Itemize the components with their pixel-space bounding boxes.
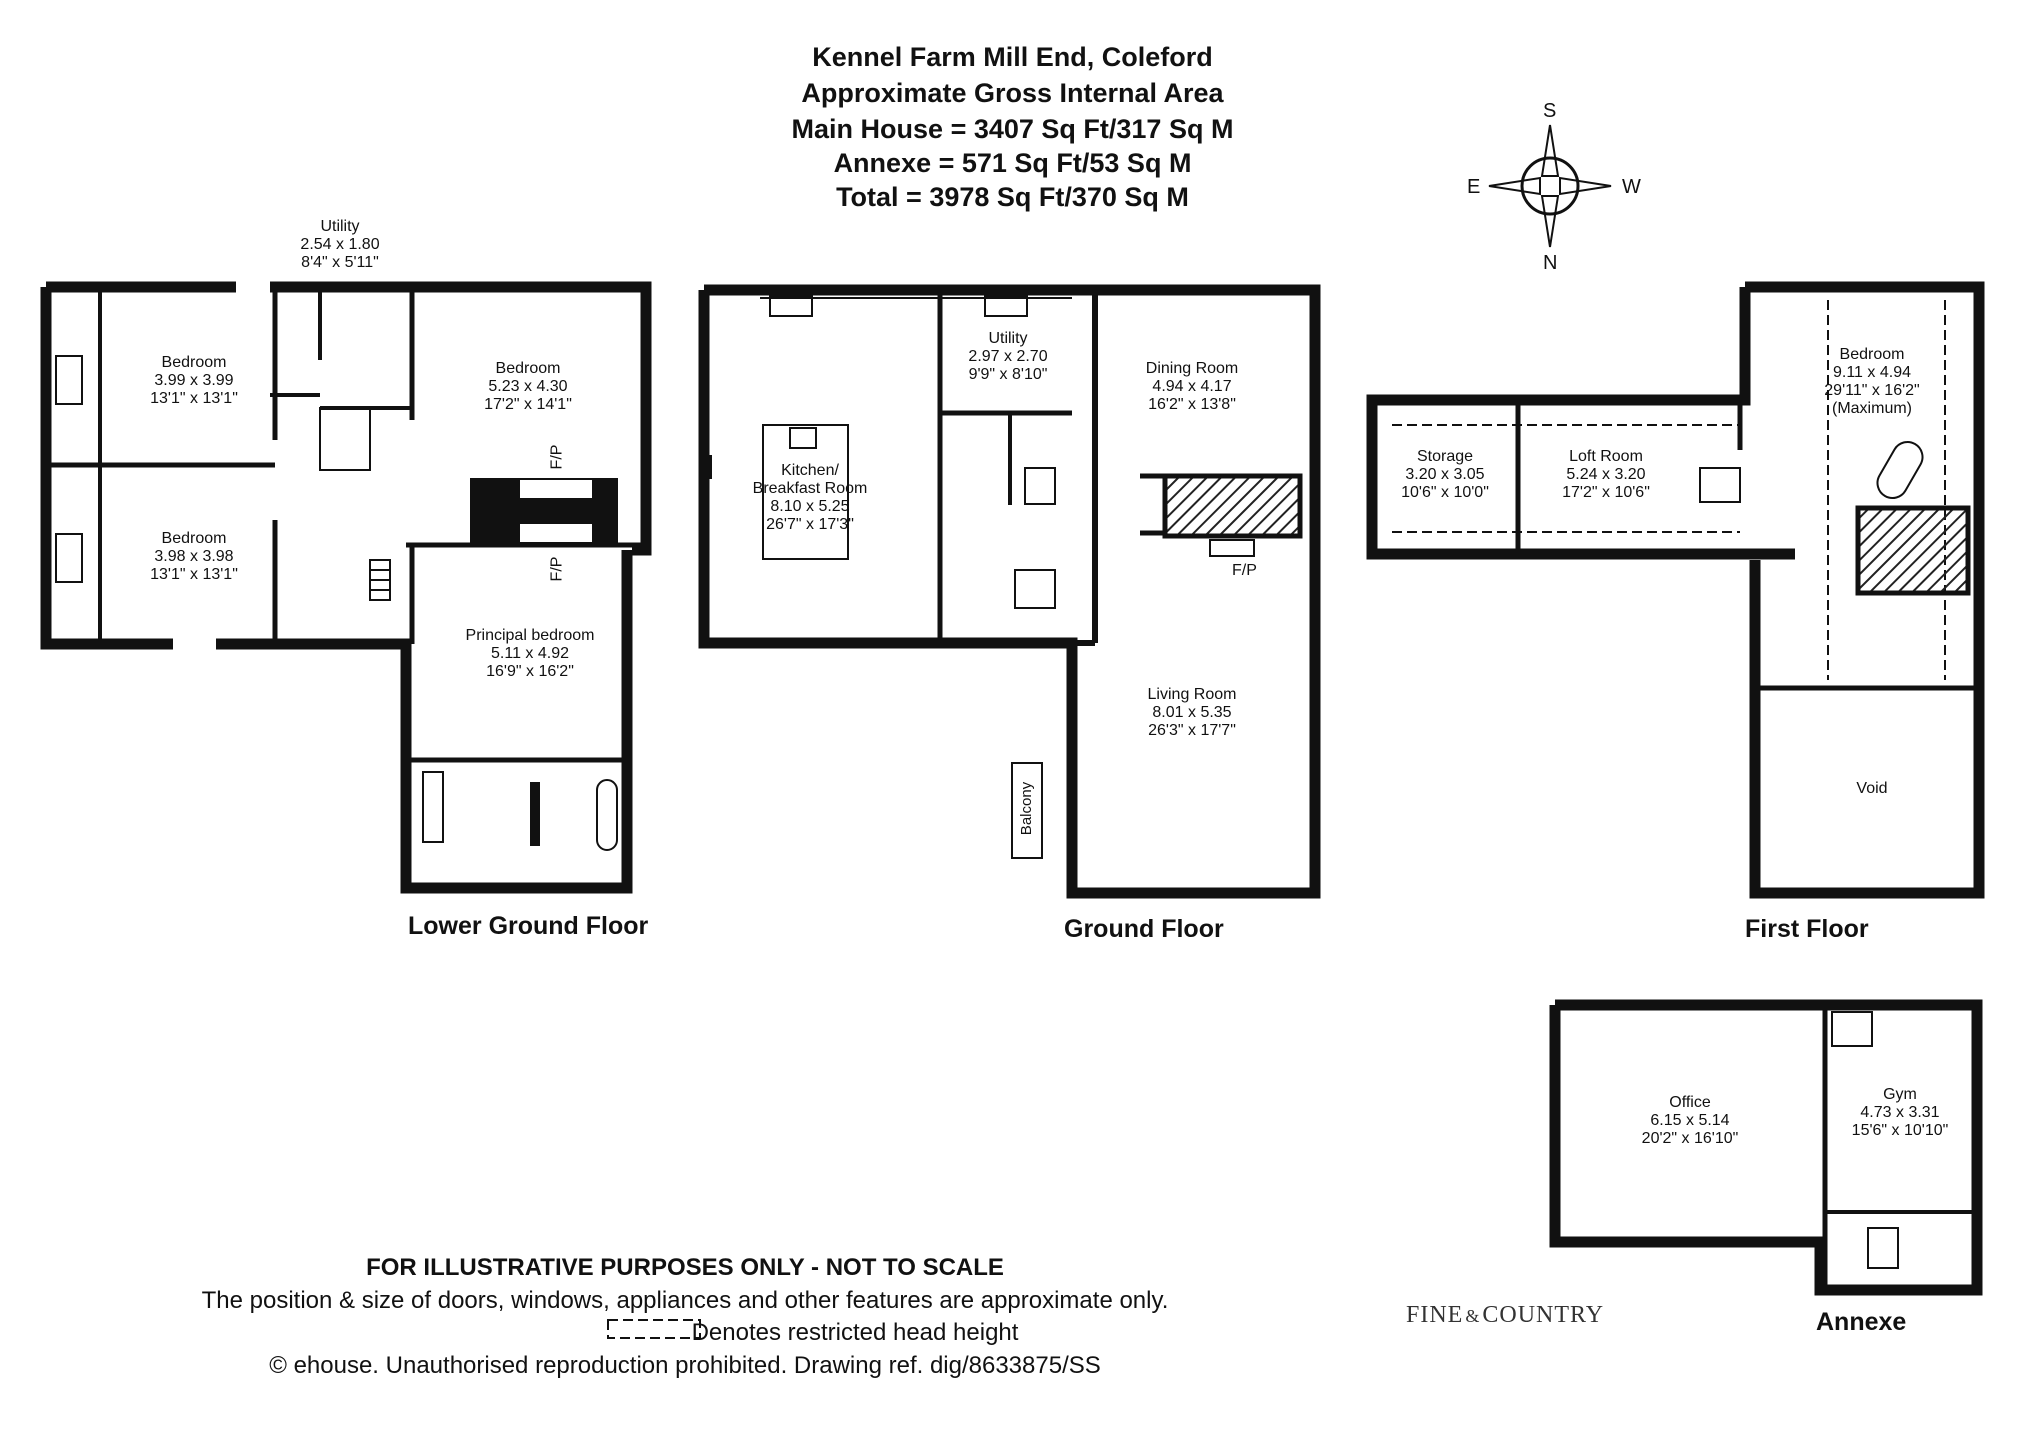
area-main-house: Main House = 3407 Sq Ft/317 Sq M: [791, 114, 1234, 144]
fireplace-label-lg-1: F/P: [548, 444, 566, 470]
room-f-void: Void: [1856, 780, 1888, 797]
compass-south-label: S: [1543, 100, 1557, 122]
floor-label-ground: Ground Floor: [1064, 915, 1224, 943]
logo-text-fine: FINE: [1406, 1302, 1464, 1328]
first-floor-plan: [1366, 281, 1985, 899]
fireplace-label-g: F/P: [1232, 562, 1257, 579]
floor-label-lower-ground: Lower Ground Floor: [408, 912, 649, 940]
ground-floor-plan: [698, 284, 1321, 899]
floor-label-first: First Floor: [1745, 915, 1869, 943]
area-total: Total = 3978 Sq Ft/370 Sq M: [836, 182, 1189, 212]
fine-country-logo: FINE&COUNTRY: [1406, 1302, 1605, 1328]
lower-ground-floor-plan: [40, 281, 652, 894]
plan-title: Kennel Farm Mill End, Coleford: [812, 42, 1213, 72]
disclaimer-line-1: The position & size of doors, windows, a…: [201, 1287, 1169, 1314]
floor-label-annexe: Annexe: [1816, 1308, 1907, 1336]
area-annexe: Annexe = 571 Sq Ft/53 Sq M: [833, 148, 1192, 178]
compass-east-label: E: [1467, 176, 1481, 198]
restricted-height-legend-icon: [607, 1319, 701, 1339]
annexe-plan: [1549, 999, 1983, 1296]
compass-west-label: W: [1622, 176, 1641, 198]
disclaimer-line-2: Denotes restricted head height: [691, 1319, 1019, 1346]
logo-text-country: COUNTRY: [1482, 1302, 1605, 1328]
disclaimer-heading: FOR ILLUSTRATIVE PURPOSES ONLY - NOT TO …: [366, 1254, 1004, 1281]
plan-subtitle: Approximate Gross Internal Area: [801, 78, 1224, 108]
compass-icon: [1488, 124, 1612, 248]
balcony-label: Balcony: [1018, 781, 1036, 836]
compass-north-label: N: [1543, 252, 1558, 274]
fireplace-label-lg-2: F/P: [548, 556, 566, 582]
disclaimer-line-3: © ehouse. Unauthorised reproduction proh…: [269, 1352, 1101, 1379]
